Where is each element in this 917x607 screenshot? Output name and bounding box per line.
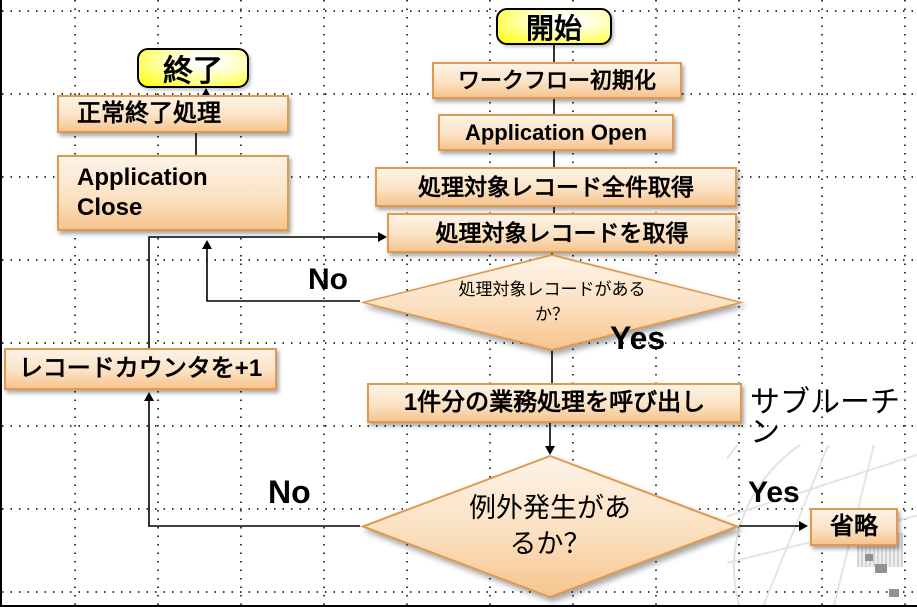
branch-label-yes-2: Yes xyxy=(748,476,800,509)
node-record-counter: レコードカウンタを+1 xyxy=(4,348,277,390)
node-call-business-process-label: 1件分の業務処理を呼び出し xyxy=(403,389,706,416)
arrowhead-into-counter xyxy=(144,392,154,401)
node-fetch-one-record-label: 処理対象レコードを取得 xyxy=(435,219,689,246)
node-application-close-label: Application Close xyxy=(77,164,208,221)
grid-line-vertical xyxy=(323,0,325,605)
grid-line-vertical xyxy=(240,0,242,605)
node-decision-has-record: 処理対象レコードがある か？ xyxy=(360,254,744,351)
node-application-open-label: Application Open xyxy=(464,119,648,145)
branch-label-yes-1: Yes xyxy=(610,320,666,356)
node-workflow-init: ワークフロー初期化 xyxy=(432,62,682,99)
node-record-counter-label: レコードカウンタを+1 xyxy=(18,355,263,382)
node-start: 開始 xyxy=(496,8,612,45)
subroutine-annotation: サブルーチン xyxy=(750,386,900,449)
arrowhead-into-fetchone xyxy=(378,232,387,242)
branch-label-no-2: No xyxy=(268,474,311,510)
grid-line-horizontal xyxy=(2,425,917,427)
grid-line-horizontal xyxy=(2,591,917,593)
node-start-label: 開始 xyxy=(525,12,582,44)
decision-exception-text: 例外発生があ るか？ xyxy=(469,493,631,559)
grid-line-vertical xyxy=(157,0,159,605)
node-application-close: Application Close xyxy=(57,155,289,231)
grid-line-vertical xyxy=(821,0,823,605)
node-call-business-process: 1件分の業務処理を呼び出し xyxy=(367,383,742,423)
node-fetch-all-records-label: 処理対象レコード全件取得 xyxy=(418,173,694,200)
grid-line-vertical xyxy=(74,0,76,605)
grid-line-horizontal xyxy=(2,259,917,261)
node-normal-end-process: 正常終了処理 xyxy=(57,95,289,133)
node-omitted-label: 省略 xyxy=(830,513,878,540)
node-end: 終了 xyxy=(137,48,249,88)
node-omitted: 省略 xyxy=(810,508,898,546)
node-application-open: Application Open xyxy=(438,114,674,151)
node-fetch-all-records: 処理対象レコード全件取得 xyxy=(375,167,737,207)
node-decision-exception: 例外発生があ るか？ xyxy=(360,455,740,598)
arrowhead-into-decision2 xyxy=(545,446,555,455)
node-end-label: 終了 xyxy=(163,55,223,88)
grid-line-vertical xyxy=(904,0,906,605)
decision-has-record-text: 処理対象レコードがある か？ xyxy=(458,279,646,325)
grid-line-horizontal xyxy=(2,10,917,12)
grid-line-horizontal xyxy=(2,342,917,344)
node-fetch-one-record: 処理対象レコードを取得 xyxy=(387,213,737,253)
node-workflow-init-label: ワークフロー初期化 xyxy=(457,67,656,93)
branch-label-no-1: No xyxy=(308,263,348,296)
node-normal-end-process-label: 正常終了処理 xyxy=(77,100,221,127)
arrowhead-into-appclose xyxy=(202,240,212,249)
